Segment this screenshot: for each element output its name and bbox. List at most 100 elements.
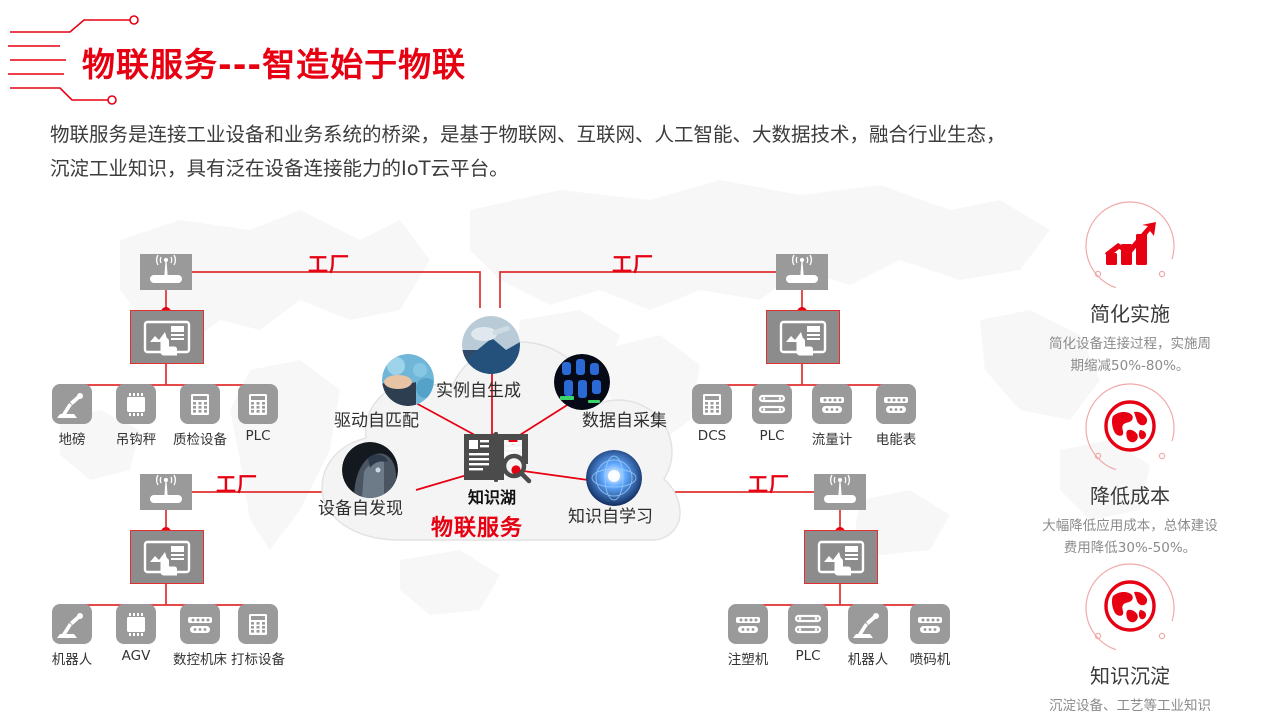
- device-label: 机器人: [847, 652, 889, 668]
- device-PLC-tr[interactable]: [752, 384, 792, 424]
- device-PLC-br[interactable]: [788, 604, 828, 644]
- ring-outline: [1085, 201, 1175, 291]
- feature-desc-0: 简化设备连接过程，实施周 期缩减50%-80%。: [980, 333, 1280, 377]
- device-label: 流量计: [811, 432, 853, 448]
- device-label: 质检设备: [173, 432, 227, 448]
- wifi-router-icon: [150, 474, 182, 503]
- feature-desc-1: 大幅降低应用成本，总体建设 费用降低30%-50%。: [980, 515, 1280, 559]
- ring-outline: [1085, 563, 1175, 653]
- device-AGV[interactable]: [116, 604, 156, 644]
- factory-label-bottom-right: 工厂: [748, 472, 790, 496]
- node-label-knowledge: 知识自学习: [568, 507, 653, 527]
- node-image-instance: [462, 316, 520, 374]
- feature-card-0: 简化实施 简化设备连接过程，实施周 期缩减50%-80%。: [980, 198, 1280, 377]
- node-label-device: 设备自发现: [318, 499, 403, 519]
- intro-line-1: 物联服务是连接工业设备和业务系统的桥梁，是基于物联网、互联网、人工智能、大数据技…: [50, 123, 1006, 146]
- controller-icon: [820, 397, 844, 413]
- node-label-driver: 驱动自匹配: [334, 411, 419, 431]
- node-image-data: [554, 354, 610, 410]
- node-image-driver: [382, 354, 434, 406]
- device-地磅[interactable]: [52, 384, 92, 424]
- feature-card-2: 知识沉淀 沉淀设备、工艺等工业知识: [980, 560, 1280, 717]
- factory-bottom-left-hmi[interactable]: [130, 530, 204, 584]
- terminal-block-icon: [758, 394, 786, 414]
- node-image-device: [342, 442, 398, 498]
- keypad-icon: [191, 394, 209, 415]
- hmi-touch-panel-icon: [779, 320, 827, 356]
- book-search-icon: [464, 432, 532, 484]
- feature-ring-2: [1082, 560, 1178, 656]
- device-label: 电能表: [875, 432, 917, 448]
- knowledge-lake-label: 知识湖: [468, 488, 517, 507]
- device-打标设备[interactable]: [238, 604, 278, 644]
- title-decoration: [8, 15, 139, 105]
- factory-bottom-right-hmi[interactable]: [804, 530, 878, 584]
- feature-desc-line: 沉淀设备、工艺等工业知识: [1049, 698, 1211, 714]
- factory-label-top-right: 工厂: [612, 252, 654, 276]
- device-label: 机器人: [51, 652, 93, 668]
- robot-arm-icon: [57, 613, 83, 638]
- chip-icon: [127, 613, 145, 636]
- feature-desc-2: 沉淀设备、工艺等工业知识: [980, 695, 1280, 717]
- device-数控机床[interactable]: [180, 604, 220, 644]
- growth-chart-icon: [1105, 222, 1156, 265]
- device-电能表[interactable]: [876, 384, 916, 424]
- keypad-icon: [249, 614, 267, 635]
- factory-bottom-right-router[interactable]: [814, 474, 866, 510]
- page-title: 物联服务---智造始于物联: [82, 45, 467, 84]
- controller-icon: [736, 617, 760, 633]
- wifi-router-icon: [786, 254, 818, 283]
- device-label: AGV: [121, 648, 151, 664]
- feature-desc-line: 费用降低30%-50%。: [1063, 540, 1197, 556]
- device-吊钩秤[interactable]: [116, 384, 156, 424]
- feature-title-0: 简化实施: [1090, 302, 1170, 326]
- chip-icon: [127, 393, 145, 416]
- factory-bottom-left-router[interactable]: [140, 474, 192, 510]
- wifi-router-icon: [150, 254, 182, 283]
- node-label-data: 数据自采集: [582, 411, 667, 431]
- feature-title-2: 知识沉淀: [1090, 664, 1170, 688]
- device-label: 吊钩秤: [115, 432, 157, 448]
- ring-outline: [1085, 383, 1175, 473]
- factory-top-left-router[interactable]: [140, 254, 192, 290]
- cloud-brand-label: 物联服务: [431, 516, 524, 541]
- device-PLC-tl[interactable]: [238, 384, 278, 424]
- hmi-touch-panel-icon: [143, 320, 191, 356]
- device-label: 数控机床: [173, 652, 227, 668]
- node-image-knowledge: [586, 450, 642, 506]
- robot-arm-icon: [57, 393, 83, 418]
- device-机器人[interactable]: [52, 604, 92, 644]
- controller-icon: [918, 617, 942, 633]
- device-label: DCS: [697, 428, 727, 444]
- device-label: PLC: [795, 648, 821, 664]
- intro-paragraph: 物联服务是连接工业设备和业务系统的桥梁，是基于物联网、互联网、人工智能、大数据技…: [50, 118, 1240, 186]
- device-label: 地磅: [58, 432, 86, 448]
- factory-top-right-hmi[interactable]: [766, 310, 840, 364]
- knowledge-lake-icon-wrap[interactable]: [462, 426, 534, 484]
- device-流量计[interactable]: [812, 384, 852, 424]
- factory-top-right-router[interactable]: [776, 254, 828, 290]
- keypad-icon: [703, 394, 721, 415]
- device-注塑机[interactable]: [728, 604, 768, 644]
- feature-desc-line: 大幅降低应用成本，总体建设: [1042, 518, 1218, 534]
- feature-ring-1: [1082, 380, 1178, 476]
- device-喷码机[interactable]: [910, 604, 950, 644]
- device-机器人-br[interactable]: [848, 604, 888, 644]
- keypad-icon: [249, 394, 267, 415]
- robot-arm-icon: [853, 613, 879, 638]
- globe-icon: [1104, 580, 1156, 632]
- hmi-touch-panel-icon: [817, 540, 865, 576]
- iot-cloud: 实例自生成 驱动自匹配: [296, 292, 704, 560]
- device-label: PLC: [245, 428, 271, 444]
- device-label: PLC: [759, 428, 785, 444]
- device-质检设备[interactable]: [180, 384, 220, 424]
- device-DCS[interactable]: [692, 384, 732, 424]
- device-label: 喷码机: [909, 652, 951, 668]
- terminal-block-icon: [794, 614, 822, 634]
- factory-label-top-left: 工厂: [308, 252, 350, 276]
- controller-icon: [884, 397, 908, 413]
- factory-top-left-hmi[interactable]: [130, 310, 204, 364]
- device-label: 注塑机: [727, 652, 769, 668]
- feature-card-1: 降低成本 大幅降低应用成本，总体建设 费用降低30%-50%。: [980, 380, 1280, 559]
